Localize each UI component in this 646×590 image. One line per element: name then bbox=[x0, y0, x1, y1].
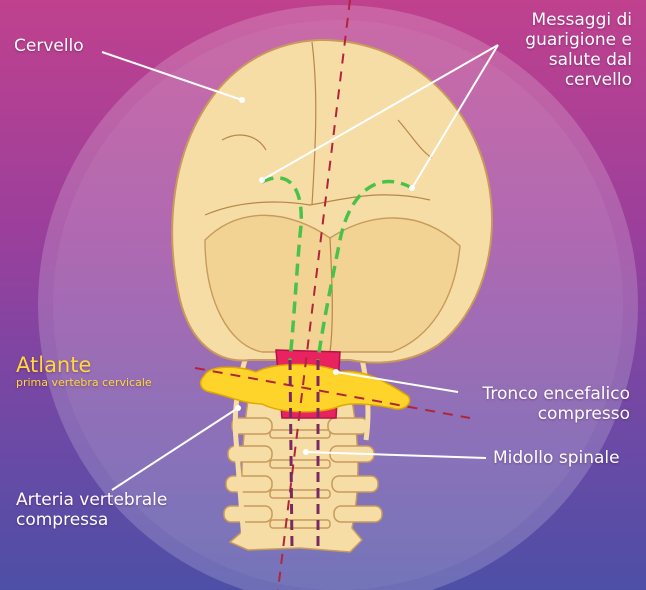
label-midollo-text: Midollo spinale bbox=[493, 448, 620, 468]
leader-dot-messaggi-2 bbox=[409, 185, 415, 191]
label-messaggi-line2: guarigione e bbox=[525, 30, 632, 50]
skull-occipital bbox=[205, 215, 460, 352]
label-atlante-title: Atlante bbox=[16, 354, 152, 376]
leader-dot-arteria bbox=[235, 405, 241, 411]
label-messaggi-line3: salute dal bbox=[525, 50, 632, 70]
label-tronco-line1: Tronco encefalico bbox=[483, 384, 630, 404]
label-cervello-text: Cervello bbox=[14, 36, 84, 56]
label-tronco-line2: compresso bbox=[483, 404, 630, 424]
label-atlante-subtitle: prima vertebra cervicale bbox=[16, 376, 152, 389]
leader-dot-messaggi-1 bbox=[259, 177, 265, 183]
label-arteria-line2: compressa bbox=[16, 510, 167, 530]
label-atlante: Atlante prima vertebra cervicale bbox=[16, 354, 152, 389]
label-arteria: Arteria vertebrale compressa bbox=[16, 490, 167, 530]
label-arteria-line1: Arteria vertebrale bbox=[16, 490, 167, 510]
label-messaggi-line1: Messaggi di bbox=[525, 10, 632, 30]
label-messaggi-line4: cervello bbox=[525, 70, 632, 90]
leader-dot-midollo bbox=[303, 449, 309, 455]
leader-dot-cervello bbox=[239, 97, 245, 103]
leader-dot-tronco bbox=[333, 369, 339, 375]
label-tronco: Tronco encefalico compresso bbox=[483, 384, 630, 424]
label-messaggi: Messaggi di guarigione e salute dal cerv… bbox=[525, 10, 632, 90]
label-cervello: Cervello bbox=[14, 36, 84, 56]
label-midollo: Midollo spinale bbox=[493, 448, 620, 468]
